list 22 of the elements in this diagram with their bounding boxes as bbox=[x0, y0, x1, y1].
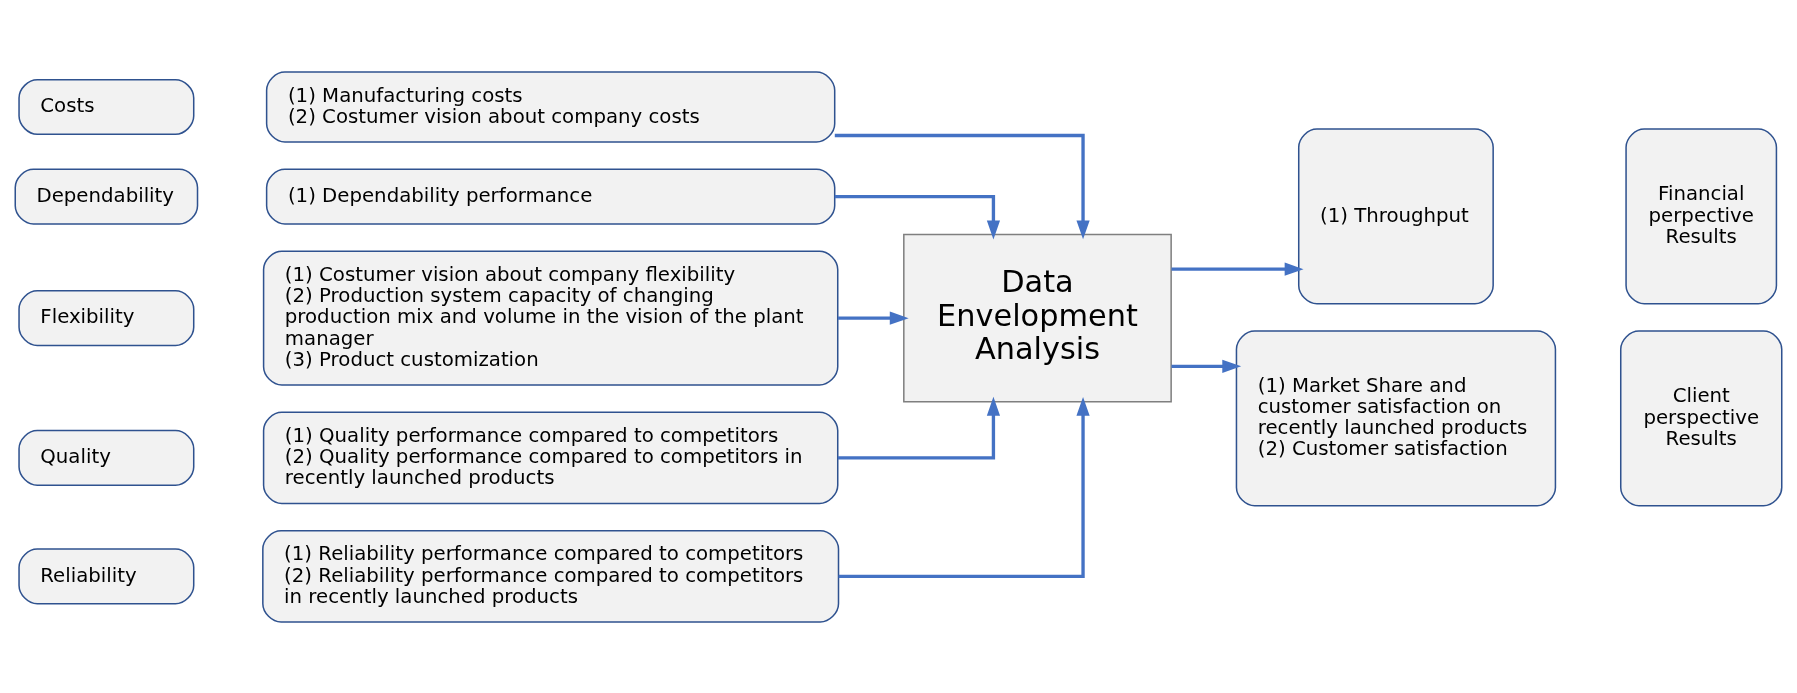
node-box: Financial perpective Results bbox=[1625, 127, 1778, 304]
node-box: Quality bbox=[18, 429, 195, 486]
arrow bbox=[838, 311, 909, 325]
arrow bbox=[1171, 262, 1304, 276]
arrow bbox=[837, 396, 1001, 460]
node-box: (1) Market Share and customer satisfaction on recently launched products (2) Customer satisfaction bbox=[1235, 329, 1557, 506]
node-box: Client perspective Results bbox=[1620, 329, 1783, 506]
arrow bbox=[1171, 359, 1242, 373]
node-box: Flexibility bbox=[18, 289, 195, 346]
node-box: (1) Costumer vision about company flexibility (2) Production system capacity of changing production mix and volume in the vision of the plant manager (3) Product customization bbox=[262, 250, 839, 386]
arrow bbox=[834, 133, 1090, 239]
node-box: Costs bbox=[18, 78, 195, 135]
node-box: (1) Throughput bbox=[1298, 127, 1494, 304]
node-box: Data Envelopment Analysis bbox=[903, 233, 1172, 402]
node-box: Reliability bbox=[18, 547, 195, 604]
node-box: (1) Manufacturing costs (2) Costumer vision about company costs bbox=[265, 70, 836, 143]
arrow bbox=[834, 194, 1001, 239]
node-box: Dependability bbox=[14, 168, 199, 225]
node-box: (1) Quality performance compared to competitors (2) Quality performance compared to competitors in recently launched products bbox=[262, 411, 839, 504]
arrow bbox=[838, 396, 1090, 578]
node-box: (1) Dependability performance bbox=[265, 168, 836, 225]
node-box: (1) Reliability performance compared to competitors (2) Reliability performance compared to competitors in recently launched products bbox=[262, 529, 840, 623]
